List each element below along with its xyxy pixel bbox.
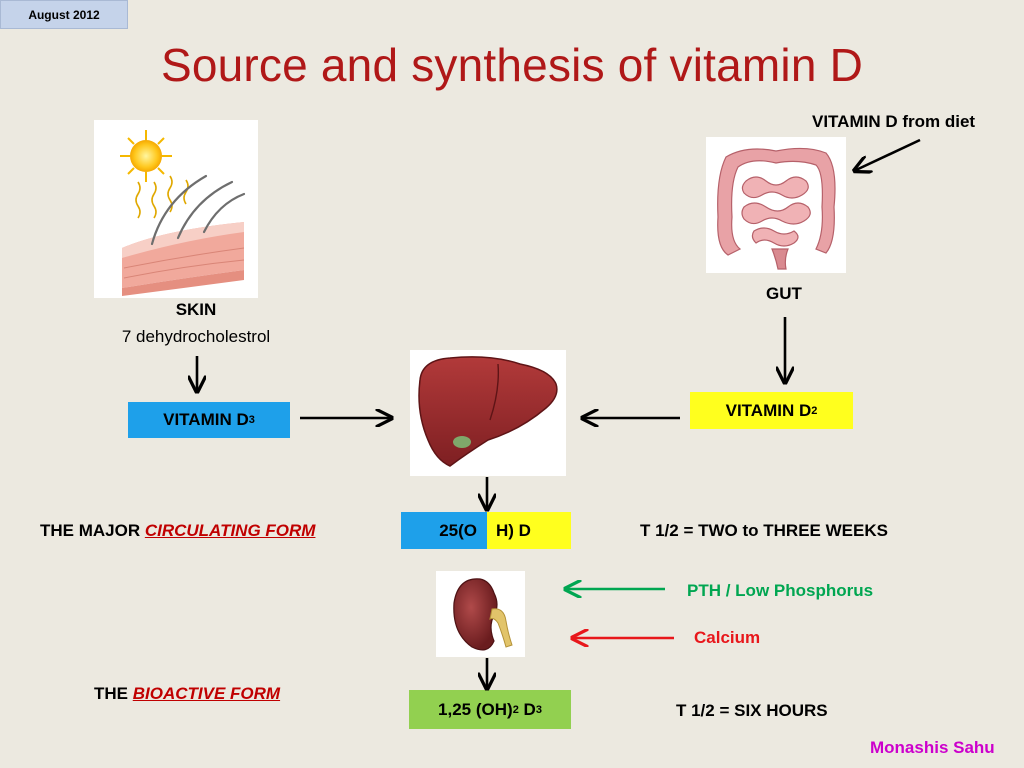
liver-image xyxy=(410,350,566,476)
circulating-form-label: THE MAJOR CIRCULATING FORM xyxy=(40,521,380,541)
calcitriol-text-b: D xyxy=(518,699,536,719)
circulating-emphasis: CIRCULATING FORM xyxy=(144,521,316,540)
vitamin-d2-subscript: 2 xyxy=(811,404,818,417)
half-life-weeks: T 1/2 = TWO to THREE WEEKS xyxy=(640,521,888,540)
skin-sublabel: 7 dehydrocholestrol xyxy=(121,327,271,346)
vitamin-d3-text: VITAMIN D xyxy=(163,410,249,429)
author-credit: Monashis Sahu xyxy=(870,738,995,757)
kidney-image xyxy=(436,571,525,657)
vitamin-d2-text: VITAMIN D xyxy=(725,400,812,420)
vitamin-d3-subscript: 3 xyxy=(248,414,255,426)
skin-sun-icon xyxy=(120,130,246,296)
gut-image xyxy=(706,137,846,273)
page-title: Source and synthesis of vitamin D xyxy=(160,39,864,91)
intestine-icon xyxy=(717,147,836,270)
skin-image xyxy=(94,120,258,298)
calcitriol-sub-a: 2 xyxy=(512,703,519,716)
arrow-diet-to-gut xyxy=(856,138,921,170)
bioactive-emphasis: BIOACTIVE FORM xyxy=(132,684,281,703)
bioactive-form-label: THE BIOACTIVE FORM xyxy=(94,684,354,704)
kidney-icon xyxy=(453,578,513,651)
gut-label: GUT xyxy=(766,284,802,303)
hydroxy-d-right-text: H) D xyxy=(496,520,531,540)
half-life-hours: T 1/2 = SIX HOURS xyxy=(676,701,828,720)
hydroxy-d-box-right: H) D xyxy=(487,512,571,549)
bioactive-prefix: THE xyxy=(94,684,133,703)
calcitriol-text-a: 1,25 (OH) xyxy=(438,699,513,719)
skin-label: SKIN xyxy=(175,300,217,319)
calcium-label: Calcium xyxy=(694,628,761,647)
calcitriol-sub-b: 3 xyxy=(535,703,542,716)
pth-label: PTH / Low Phosphorus xyxy=(687,581,874,600)
hydroxy-d-box-left: 25(O xyxy=(401,512,487,549)
liver-icon xyxy=(418,356,558,467)
diet-label: VITAMIN D from diet xyxy=(812,112,976,131)
date-tag: August 2012 xyxy=(0,0,128,29)
circulating-prefix: THE MAJOR xyxy=(40,521,145,540)
hydroxy-d-left-text: 25(O xyxy=(439,520,477,540)
